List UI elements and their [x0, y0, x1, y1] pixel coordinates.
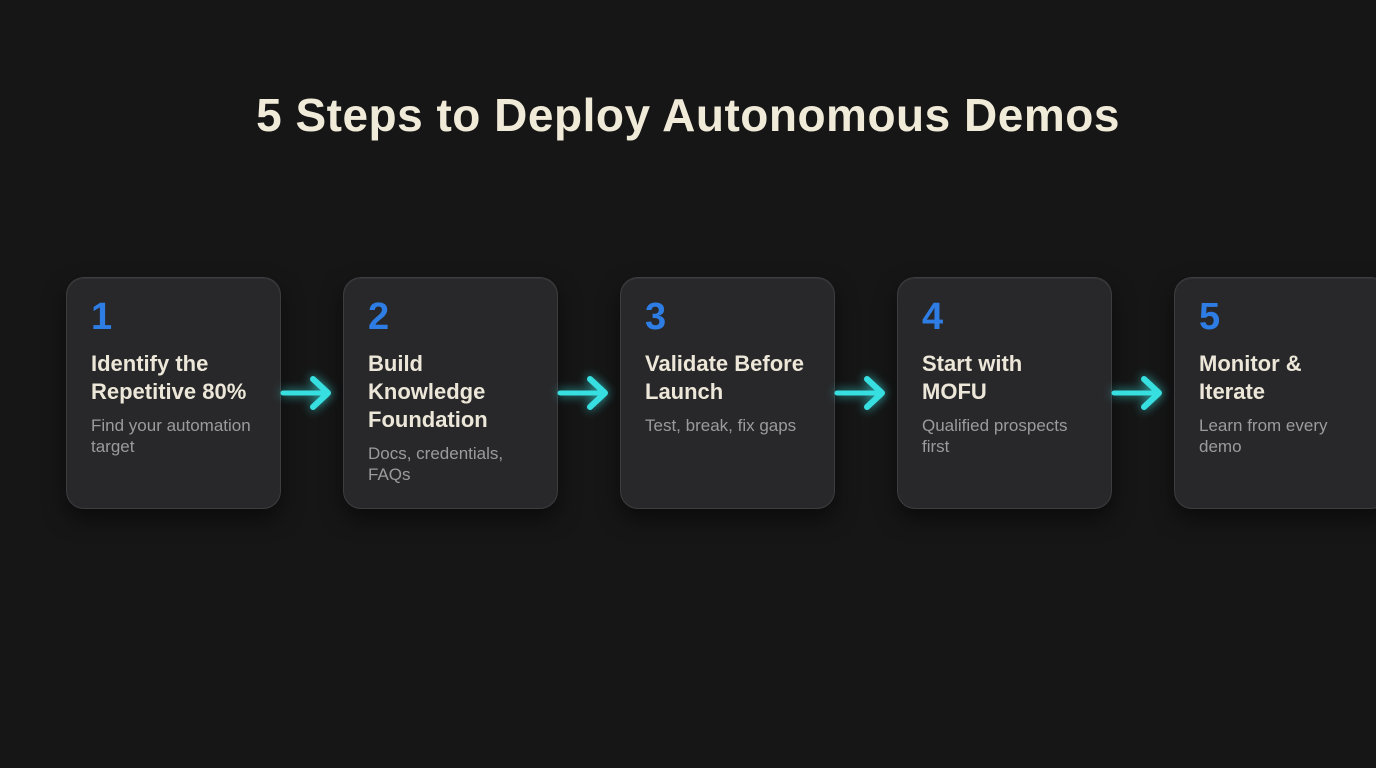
step-description: Learn from every demo: [1199, 415, 1328, 456]
step-description: Test, break, fix gaps: [645, 415, 797, 435]
step-title: Monitor & Iterate: [1199, 350, 1302, 404]
steps-row: 1 Identify the Repetitive 80% Find your …: [66, 277, 1376, 509]
step-title: Start with MOFU: [922, 350, 1023, 404]
page-title: 5 Steps to Deploy Autonomous Demos: [256, 89, 1120, 141]
arrow-right-icon: [834, 277, 897, 509]
step-card-3: 3 Validate Before Launch Test, break, fi…: [620, 277, 835, 509]
step-number: 4: [922, 296, 944, 338]
step-description: Find your automation target: [91, 415, 251, 456]
arrow-right-icon: [280, 277, 343, 509]
arrow-right-icon: [1111, 277, 1174, 509]
step-number: 5: [1199, 296, 1221, 338]
step-title: Validate Before Launch: [645, 350, 804, 404]
step-number: 3: [645, 296, 667, 338]
step-number: 1: [91, 296, 113, 338]
step-card-5: 5 Monitor & Iterate Learn from every dem…: [1174, 277, 1376, 509]
step-card-1: 1 Identify the Repetitive 80% Find your …: [66, 277, 281, 509]
step-card-2: 2 Build Knowledge Foundation Docs, crede…: [343, 277, 558, 509]
step-description: Qualified prospects first: [922, 415, 1068, 456]
step-card-4: 4 Start with MOFU Qualified prospects fi…: [897, 277, 1112, 509]
step-description: Docs, credentials, FAQs: [368, 443, 504, 484]
step-number: 2: [368, 296, 390, 338]
arrow-right-icon: [557, 277, 620, 509]
step-title: Identify the Repetitive 80%: [91, 350, 247, 404]
step-title: Build Knowledge Foundation: [368, 350, 488, 432]
